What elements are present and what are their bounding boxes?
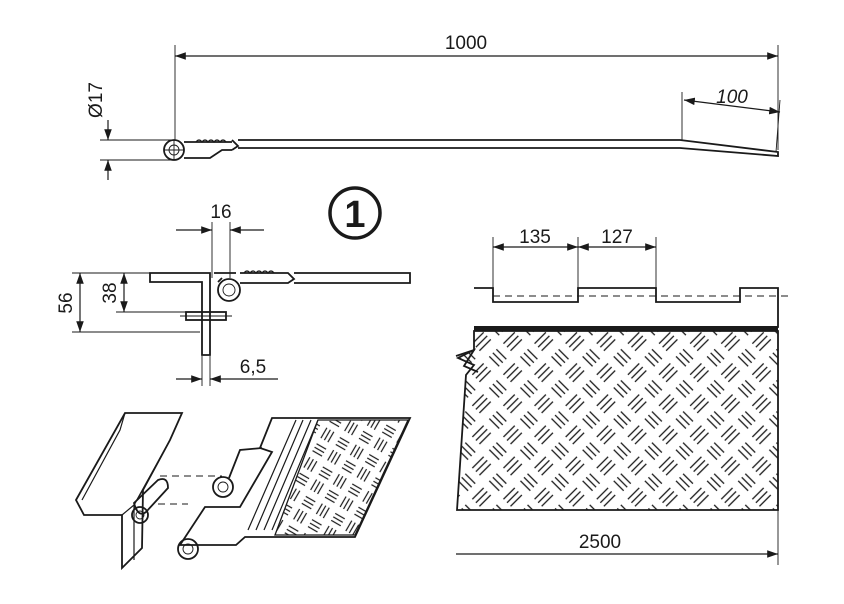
dim-plate-thickness: 6,5 (240, 357, 266, 378)
dim-total-length: 1000 (445, 33, 487, 54)
dim-total-width: 2500 (579, 532, 621, 553)
top-view: 1000 100 Ø17 (86, 33, 781, 180)
section-top-profile (474, 287, 779, 328)
iso-angle-bracket (74, 412, 184, 571)
section-tread-body (455, 330, 779, 511)
section-view: 135 127 2500 (455, 227, 790, 565)
section-top-edge (474, 326, 778, 331)
dim-tip-length: 100 (716, 87, 748, 108)
dim-segment-b: 127 (601, 227, 633, 248)
isometric-assembly (74, 412, 412, 571)
dim-segment-a: 135 (519, 227, 551, 248)
dim-height-outer: 56 (56, 292, 77, 313)
main-plate (231, 139, 779, 157)
iso-tread-surface (274, 419, 410, 536)
hinge-detail: 16 56 38 6,5 (56, 202, 411, 386)
figure-badge: 1 (328, 186, 382, 240)
angle-profile (149, 272, 211, 356)
dim-hinge-width: 16 (210, 202, 231, 223)
figure-number: 1 (344, 194, 365, 236)
dim-hinge-diameter: Ø17 (86, 82, 107, 118)
dim-line-100 (683, 97, 781, 115)
iso-ramp-plate (178, 417, 412, 546)
dim-height-inner: 38 (100, 282, 121, 303)
